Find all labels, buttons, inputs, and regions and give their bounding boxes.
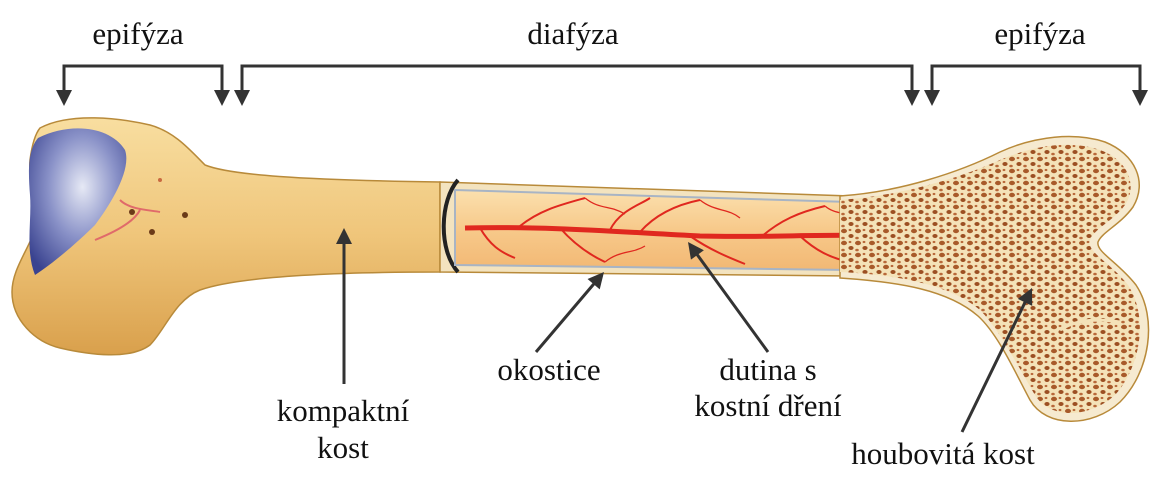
bracket-diaphysis	[242, 66, 912, 92]
label-spongy-bone: houbovitá kost	[828, 436, 1058, 472]
label-periosteum: okostice	[484, 352, 614, 388]
bracket-epiphysis-left-arrow-left	[56, 90, 72, 106]
bracket-epiphysis-right-arrow-left	[924, 90, 940, 106]
spongy-bone	[830, 130, 1158, 440]
bracket-epiphysis-right-arrow-right	[1132, 90, 1148, 106]
pointer-periosteum	[536, 281, 596, 352]
label-epiphysis-right: epifýza	[980, 16, 1100, 52]
label-compact-bone-line1: kompaktní	[258, 393, 428, 429]
bracket-diaphysis-arrow-right	[904, 90, 920, 106]
bracket-epiphysis-left-arrow-right	[214, 90, 230, 106]
label-marrow-cavity-line1: dutina s	[668, 352, 868, 388]
bracket-epiphysis-right	[932, 66, 1140, 92]
label-diaphysis: diafýza	[508, 16, 638, 52]
bracket-diaphysis-arrow-left	[234, 90, 250, 106]
label-compact-bone-line2: kost	[258, 430, 428, 466]
label-marrow-cavity-line2: kostní dření	[668, 388, 868, 424]
label-epiphysis-left: epifýza	[78, 16, 198, 52]
bracket-epiphysis-left	[64, 66, 222, 92]
